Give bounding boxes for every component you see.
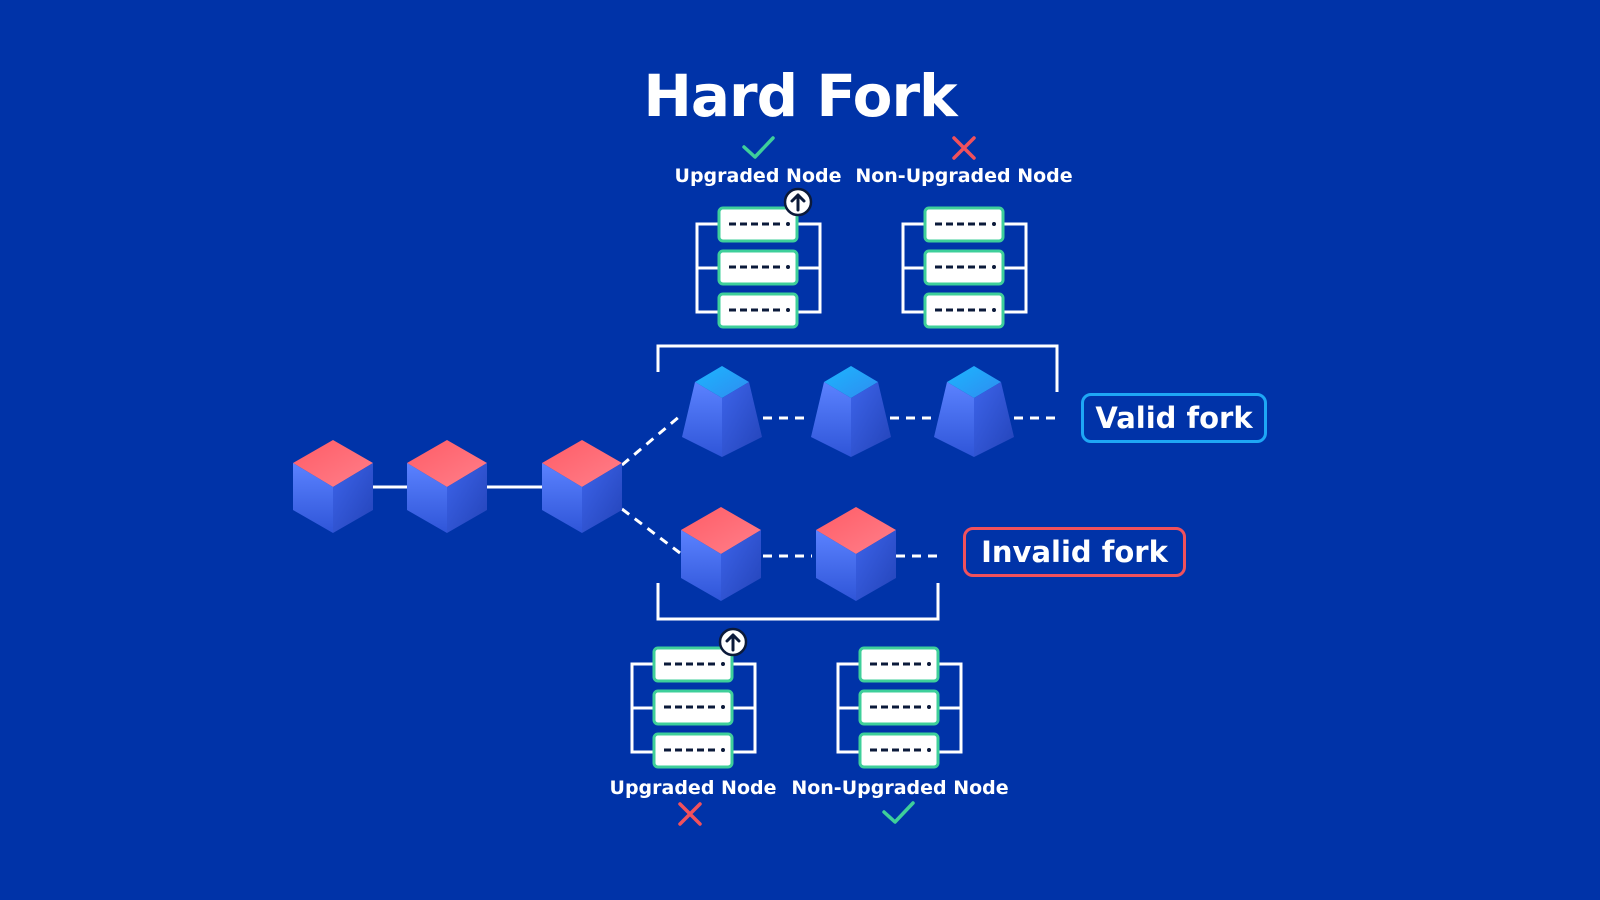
- check-icon: [882, 801, 915, 824]
- invalid-fork-bracket: [656, 583, 940, 621]
- cross-icon: [678, 802, 702, 826]
- valid-fork-block: [682, 366, 762, 457]
- fork-origin-block: [542, 440, 622, 533]
- chain-block: [293, 440, 373, 533]
- valid-fork-block: [934, 366, 1014, 457]
- valid-fork-label: Valid fork: [1081, 393, 1267, 443]
- invalid-fork-block: [816, 507, 896, 601]
- valid-fork-bracket: [656, 344, 1059, 392]
- bottom-upgraded-node-label: Upgraded Node: [609, 777, 777, 799]
- cross-icon: [952, 136, 976, 160]
- top-non-upgraded-node-label: Non-Upgraded Node: [855, 165, 1073, 187]
- top-upgraded-node-label: Upgraded Node: [674, 165, 842, 187]
- server-stack-top-upgraded: [695, 206, 822, 329]
- server-stack-top-non-upgraded: [901, 206, 1028, 329]
- upgrade-arrow-icon: [718, 627, 748, 657]
- invalid-fork-label: Invalid fork: [963, 527, 1186, 577]
- page-title: Hard Fork: [643, 62, 957, 130]
- invalid-fork-block: [681, 507, 761, 601]
- server-stack-bottom-non-upgraded: [836, 646, 963, 769]
- bottom-non-upgraded-node-label: Non-Upgraded Node: [791, 777, 1009, 799]
- check-icon: [742, 136, 775, 159]
- chain-connectors: [373, 414, 1062, 558]
- chain-block: [407, 440, 487, 533]
- upgrade-arrow-icon: [783, 187, 813, 217]
- valid-fork-block: [811, 366, 891, 457]
- server-stack-bottom-upgraded: [630, 646, 757, 769]
